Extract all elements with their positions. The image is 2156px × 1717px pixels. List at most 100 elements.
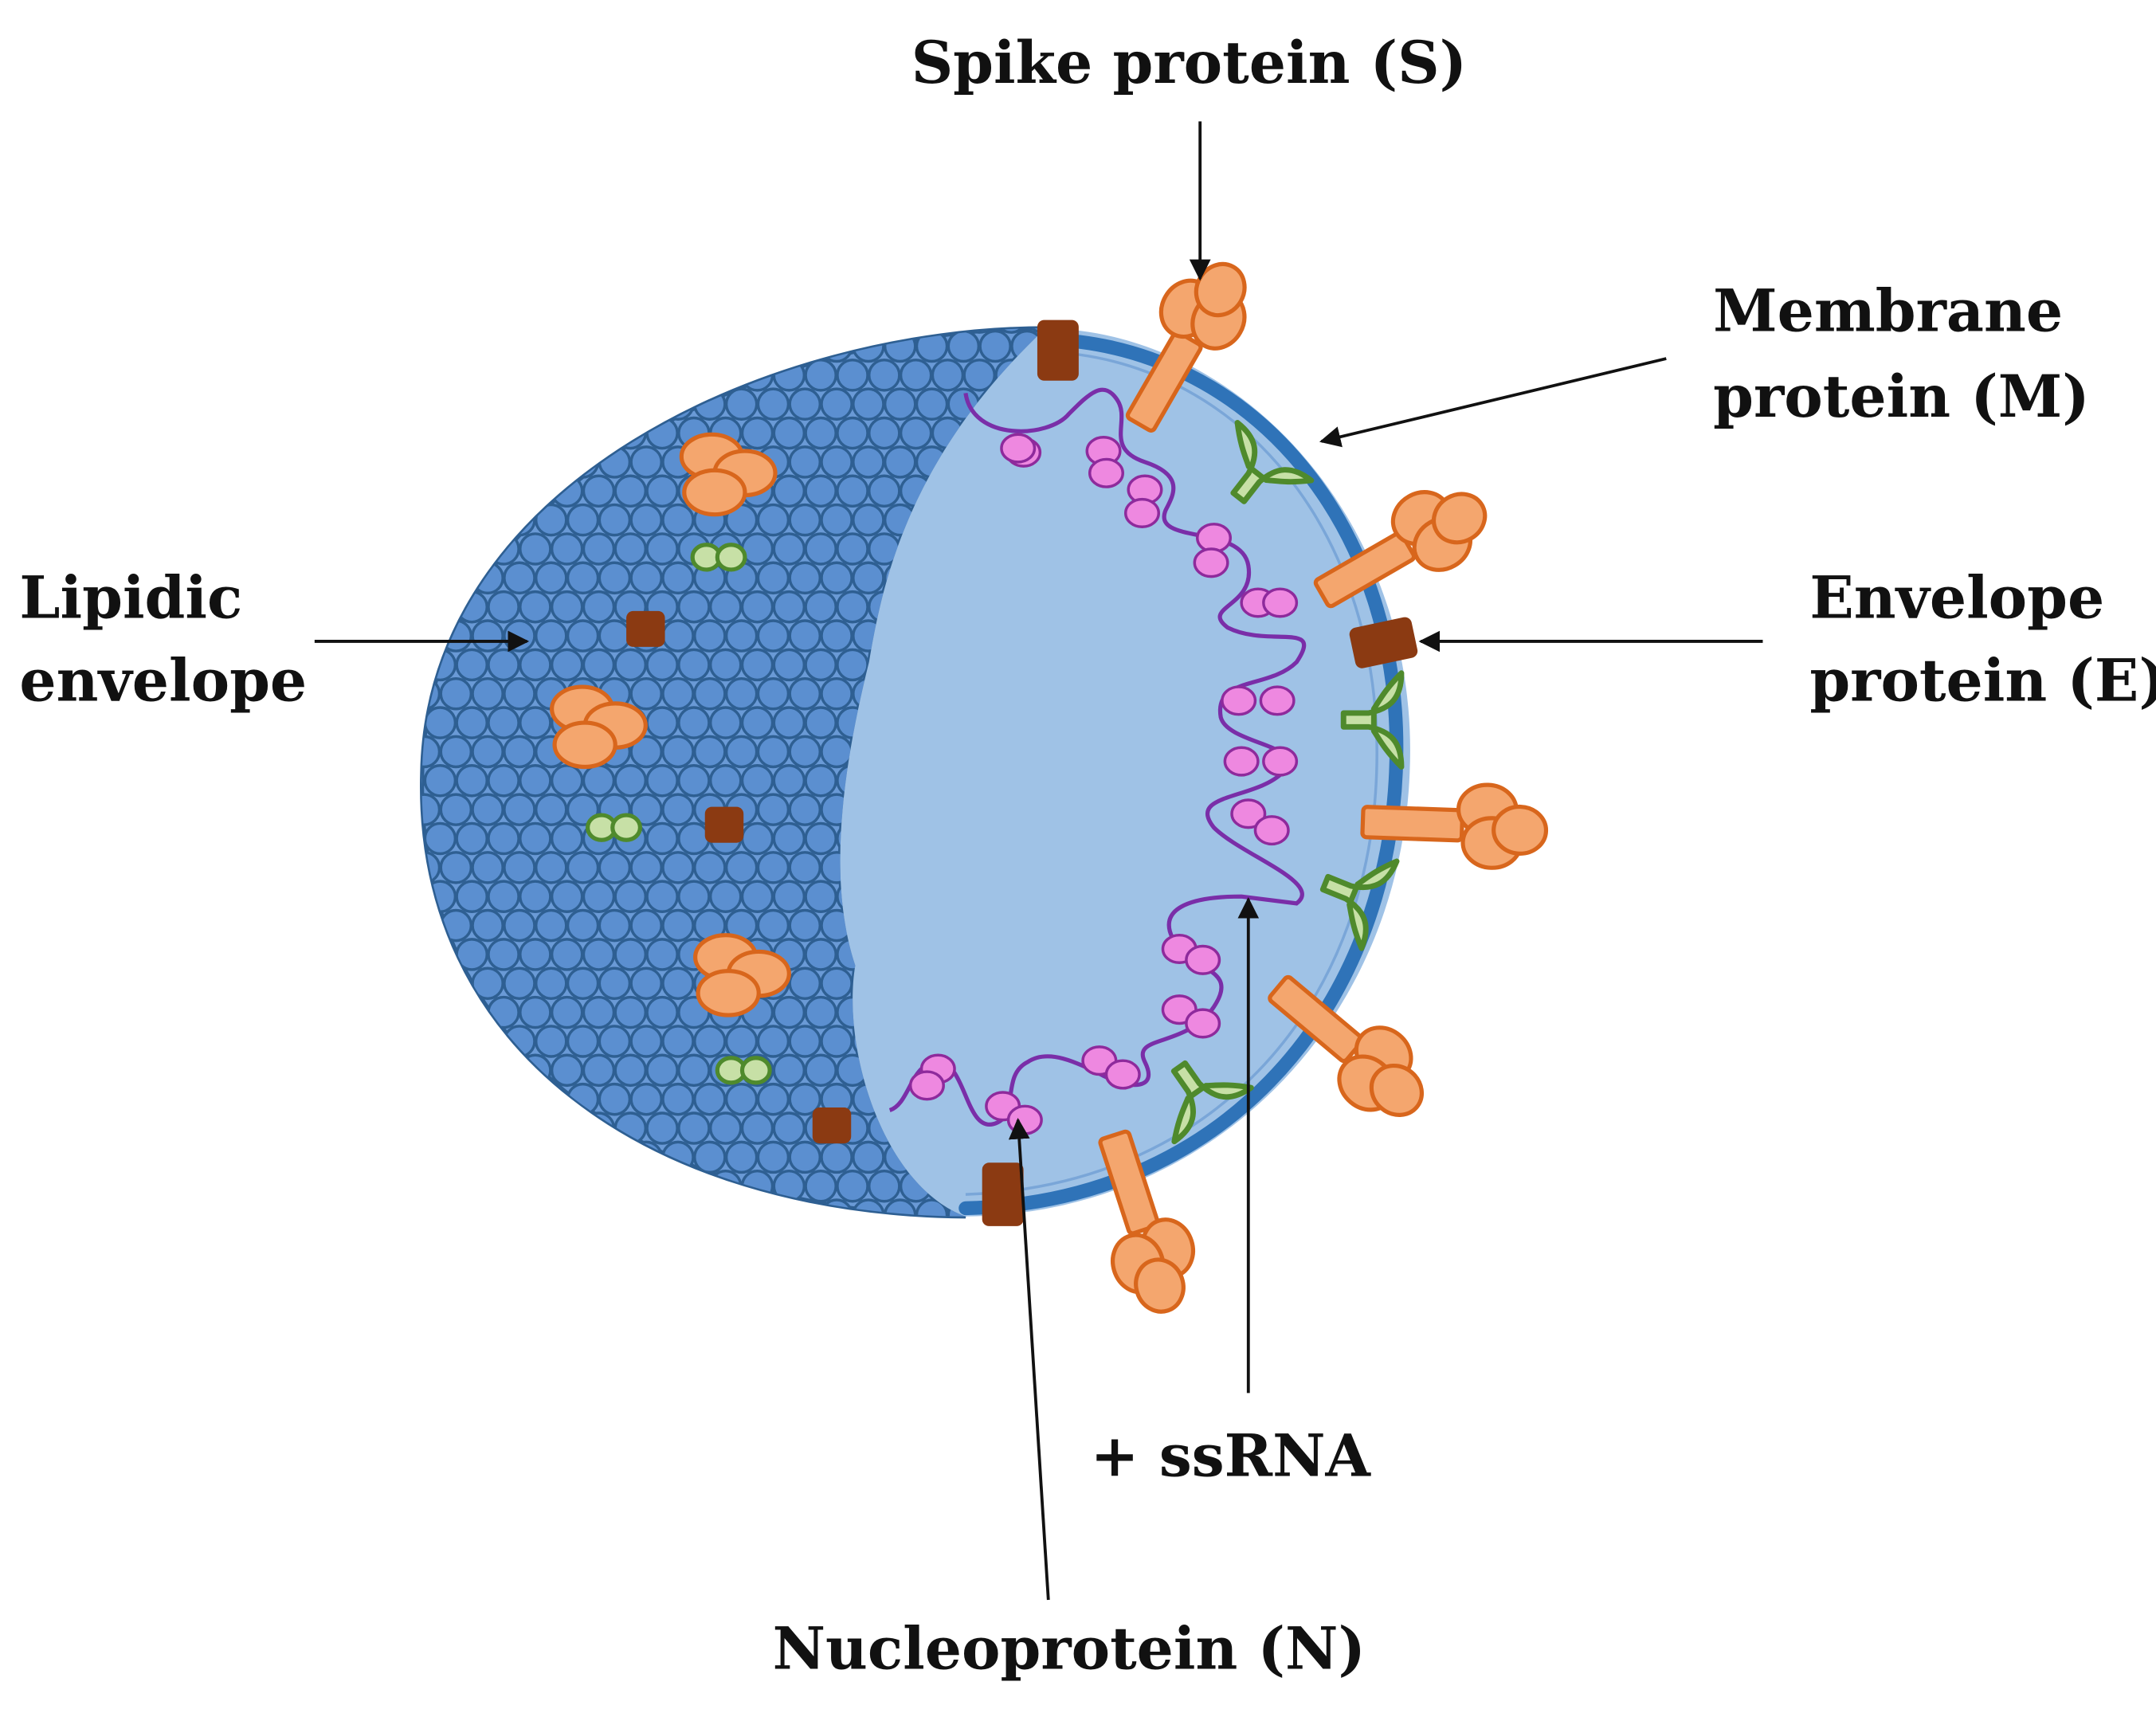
lipid-bead bbox=[439, 1198, 473, 1217]
lipid-bead bbox=[519, 648, 552, 682]
lipid-bead bbox=[804, 416, 837, 450]
lipid-bead bbox=[421, 359, 425, 392]
lipid-bead bbox=[519, 590, 552, 624]
lipid-bead bbox=[820, 619, 853, 653]
lipid-bead bbox=[852, 387, 885, 421]
lipid-bead bbox=[756, 793, 790, 826]
lipid-bead bbox=[756, 1025, 790, 1058]
lipid-bead bbox=[629, 329, 663, 363]
lipid-bead bbox=[645, 995, 679, 1029]
nucleoprotein bbox=[1000, 433, 1042, 468]
lipid-bead bbox=[677, 706, 711, 739]
lipid-bead bbox=[899, 359, 933, 392]
lipid-bead bbox=[503, 503, 536, 537]
lipid-bead bbox=[421, 532, 425, 566]
lipid-bead bbox=[613, 648, 648, 682]
envelope-protein-top-view bbox=[626, 610, 665, 647]
lipid-bead bbox=[804, 706, 837, 739]
lipid-bead bbox=[724, 1025, 759, 1058]
lipid-bead bbox=[820, 735, 853, 769]
lipid-bead bbox=[677, 590, 711, 624]
lipid-bead bbox=[566, 966, 600, 1001]
lipid-bead bbox=[772, 474, 806, 508]
lipid-bead bbox=[756, 735, 790, 769]
lipid-bead bbox=[788, 1025, 822, 1058]
lipid-bead bbox=[724, 676, 759, 711]
label-lipidic-envelope-line2: envelope bbox=[19, 647, 307, 715]
lipid-bead bbox=[582, 880, 616, 913]
lipid-bead bbox=[820, 966, 853, 1001]
spike-protein bbox=[1268, 974, 1425, 1117]
lipid-bead bbox=[423, 327, 457, 334]
lipid-bead bbox=[708, 590, 743, 624]
lipid-bead bbox=[836, 532, 869, 566]
membrane-protein bbox=[1170, 1060, 1254, 1145]
lipid-bead bbox=[423, 474, 457, 508]
lipid-bead bbox=[740, 880, 774, 913]
lipid-bead bbox=[471, 329, 504, 363]
lipid-bead bbox=[455, 1111, 488, 1145]
lipid-bead bbox=[421, 327, 425, 334]
lipid-bead bbox=[566, 503, 600, 537]
lipid-bead bbox=[471, 1025, 504, 1058]
lipid-bead bbox=[455, 474, 488, 508]
lipid-bead bbox=[820, 676, 853, 711]
lipid-bead bbox=[582, 590, 616, 624]
lipid-bead bbox=[471, 851, 504, 884]
lipid-bead bbox=[613, 359, 648, 392]
lipid-bead bbox=[661, 619, 695, 653]
lipid-bead bbox=[519, 532, 552, 566]
lipid-bead bbox=[629, 503, 663, 537]
lipid-bead bbox=[566, 445, 600, 479]
lipid-bead bbox=[836, 1169, 869, 1203]
lipid-bead bbox=[421, 821, 425, 856]
lipid-bead bbox=[661, 561, 695, 595]
lipid-bead bbox=[788, 908, 822, 943]
nucleoprotein bbox=[1223, 746, 1299, 777]
lipid-bead bbox=[661, 793, 695, 826]
lipid-bead bbox=[740, 821, 774, 856]
lipid-bead bbox=[629, 1025, 663, 1058]
lipid-bead bbox=[550, 1169, 584, 1203]
lipid-bead bbox=[661, 908, 695, 943]
lipid-bead bbox=[455, 532, 488, 566]
lipid-bead bbox=[804, 764, 837, 798]
lipid-bead bbox=[931, 327, 965, 334]
lipid-bead bbox=[550, 1053, 584, 1088]
lipid-bead bbox=[421, 1053, 425, 1088]
lipid-bead bbox=[455, 1169, 488, 1203]
lipid-bead bbox=[534, 908, 568, 943]
lipid-bead bbox=[756, 1198, 790, 1217]
spike-protein bbox=[1125, 261, 1247, 433]
lipid-bead bbox=[487, 764, 520, 798]
lipid-bead bbox=[899, 327, 933, 334]
lipid-bead bbox=[756, 1082, 790, 1116]
lipid-bead bbox=[788, 387, 822, 421]
nucleoprotein bbox=[1221, 685, 1296, 716]
membrane-arrow bbox=[1319, 357, 1667, 448]
spike-protein bbox=[1098, 1129, 1195, 1314]
membrane-protein bbox=[1230, 420, 1315, 504]
lipid-bead bbox=[519, 764, 552, 798]
membrane-protein-top-view bbox=[690, 543, 747, 572]
lipid-bead bbox=[708, 648, 743, 682]
lipid-bead bbox=[804, 995, 837, 1029]
lipid-bead bbox=[598, 1198, 632, 1217]
lipid-bead bbox=[566, 387, 600, 421]
lipid-bead bbox=[487, 1053, 520, 1088]
lipid-bead bbox=[868, 474, 901, 508]
nucleoprotein-beads bbox=[908, 433, 1299, 1135]
envelope-protein bbox=[1037, 319, 1079, 381]
lipid-bead bbox=[852, 329, 885, 363]
lipid-bead bbox=[423, 1053, 457, 1088]
lipid-bead bbox=[550, 995, 584, 1029]
lipid-bead bbox=[693, 1025, 727, 1058]
lipid-bead bbox=[471, 1140, 504, 1174]
lipid-bead bbox=[661, 1198, 695, 1217]
lipid-bead bbox=[421, 908, 441, 943]
label-membrane-protein-line1: Membrane bbox=[1713, 277, 2063, 345]
lipid-bead bbox=[645, 1111, 679, 1145]
lipid-bead bbox=[629, 561, 663, 595]
lipid-bead bbox=[852, 503, 885, 537]
